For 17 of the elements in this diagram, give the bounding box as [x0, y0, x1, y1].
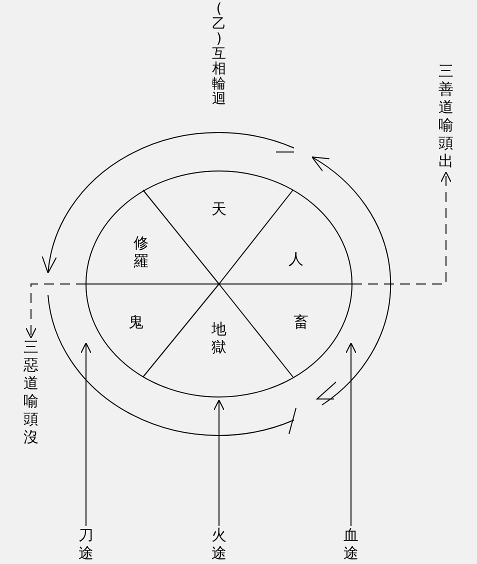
node-text: 血途: [343, 526, 359, 562]
dashed-arrow: [352, 172, 452, 284]
node-text: 刀途: [78, 526, 94, 562]
arrow: [346, 342, 356, 526]
arrow: [80, 342, 92, 526]
realm-label: 地獄: [211, 320, 227, 356]
realm-label: 人: [288, 250, 304, 268]
heading-text: (乙)互相輪迴: [211, 2, 227, 107]
realm-label: 修羅: [133, 234, 149, 270]
node-text: 火途: [211, 526, 227, 562]
realm-label: 畜: [294, 312, 308, 330]
realm-label: 天: [212, 200, 226, 218]
realm-label: 鬼: [128, 312, 144, 330]
dashed-arrow: [26, 284, 86, 338]
arrow: [214, 400, 224, 526]
node-text: 三善道喻頭出: [438, 62, 454, 170]
node-text: 三惡道喻頭沒: [23, 338, 39, 446]
